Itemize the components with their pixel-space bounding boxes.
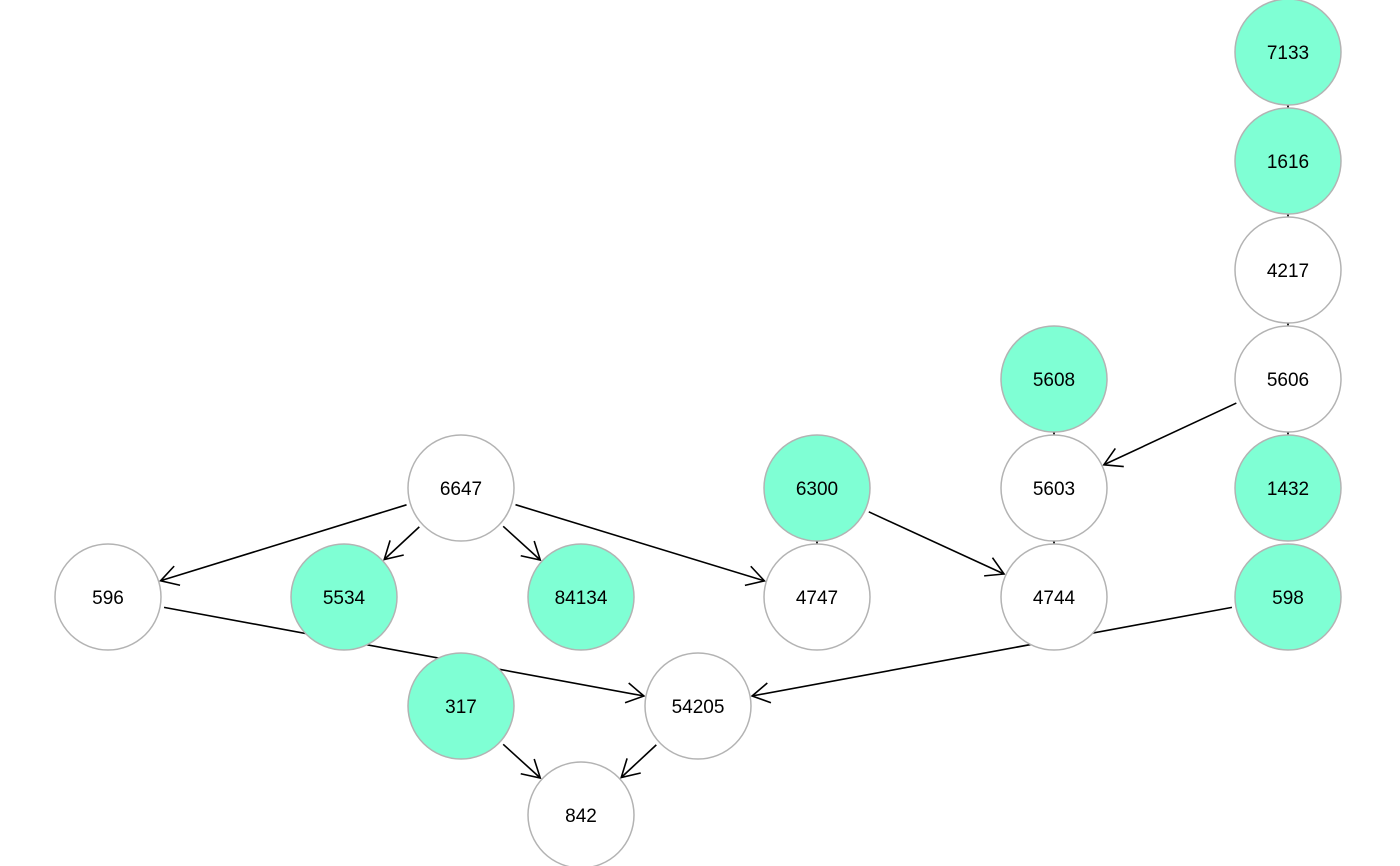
edge-line [160, 504, 407, 582]
edge-598-to-54205 [750, 606, 1233, 704]
node-label: 54205 [672, 697, 725, 718]
node-label: 5603 [1033, 479, 1075, 500]
node-5603[interactable]: 5603 [1000, 434, 1108, 542]
node-4744[interactable]: 4744 [1000, 543, 1108, 651]
node-5534[interactable]: 5534 [290, 543, 398, 651]
edge-line [502, 525, 541, 561]
node-circle[interactable] [763, 543, 871, 651]
node-circle[interactable] [527, 761, 635, 866]
node-label: 84134 [555, 588, 608, 609]
arrowhead [159, 565, 181, 586]
node-317[interactable]: 317 [407, 652, 515, 760]
node-label: 5534 [323, 588, 366, 609]
node-label: 1616 [1267, 152, 1309, 173]
edge-line [163, 606, 645, 697]
node-circle[interactable] [290, 543, 398, 651]
arrowhead [620, 758, 641, 779]
node-circle[interactable] [1000, 543, 1108, 651]
arrowhead [520, 540, 542, 562]
edge-54205-to-842 [620, 744, 657, 779]
edge-5606-to-5603 [1102, 402, 1237, 468]
node-6647[interactable]: 6647 [407, 434, 515, 542]
node-circle[interactable] [407, 434, 515, 542]
node-label: 4747 [796, 588, 838, 609]
edge-6647-to-5534 [383, 526, 420, 561]
node-circle[interactable] [1234, 543, 1342, 651]
node-circle[interactable] [1234, 434, 1342, 542]
node-596[interactable]: 596 [54, 543, 162, 651]
node-842[interactable]: 842 [527, 761, 635, 866]
nodes-layer: 7133 1616 4217 5606 5608 6647 6300 5603 1432 596 5… [54, 0, 1342, 866]
arrowhead [383, 540, 404, 561]
edge-line [383, 526, 420, 561]
node-label: 5608 [1033, 370, 1075, 391]
arrowhead [984, 557, 1006, 577]
node-5606[interactable]: 5606 [1234, 325, 1342, 433]
node-4747[interactable]: 4747 [763, 543, 871, 651]
edge-line [515, 503, 765, 582]
node-label: 1432 [1267, 479, 1309, 500]
node-label: 317 [445, 697, 477, 718]
arrowhead [1102, 447, 1124, 468]
arrowhead [744, 565, 766, 587]
node-circle[interactable] [1234, 0, 1342, 106]
node-circle[interactable] [644, 652, 752, 760]
node-circle[interactable] [1000, 325, 1108, 433]
arrowhead [624, 682, 646, 704]
node-1616[interactable]: 1616 [1234, 107, 1342, 215]
node-circle[interactable] [54, 543, 162, 651]
node-circle[interactable] [407, 652, 515, 760]
node-label: 596 [92, 588, 124, 609]
node-label: 598 [1272, 588, 1304, 609]
node-4217[interactable]: 4217 [1234, 216, 1342, 324]
edge-line [502, 743, 541, 779]
node-circle[interactable] [1234, 107, 1342, 215]
edge-line [1103, 402, 1237, 466]
node-circle[interactable] [1234, 325, 1342, 433]
node-circle[interactable] [1234, 216, 1342, 324]
node-7133[interactable]: 7133 [1234, 0, 1342, 106]
edge-596-to-54205 [163, 606, 646, 704]
node-54205[interactable]: 54205 [644, 652, 752, 760]
edge-6647-to-84134 [502, 525, 542, 562]
edge-6647-to-4747 [515, 503, 766, 587]
node-label: 7133 [1267, 43, 1309, 64]
node-label: 4217 [1267, 261, 1309, 282]
arrowhead [520, 758, 542, 780]
node-label: 842 [565, 806, 597, 827]
node-circle[interactable] [527, 543, 635, 651]
node-circle[interactable] [763, 434, 871, 542]
node-label: 6300 [796, 479, 838, 500]
edge-317-to-842 [502, 743, 542, 780]
edge-6647-to-596 [159, 504, 407, 586]
edge-6300-to-4744 [868, 511, 1006, 577]
node-598[interactable]: 598 [1234, 543, 1342, 651]
edge-line [868, 511, 1005, 575]
edge-line [751, 606, 1233, 697]
node-circle[interactable] [1000, 434, 1108, 542]
node-label: 6647 [440, 479, 482, 500]
node-5608[interactable]: 5608 [1000, 325, 1108, 433]
node-label: 5606 [1267, 370, 1309, 391]
node-84134[interactable]: 84134 [527, 543, 635, 651]
node-1432[interactable]: 1432 [1234, 434, 1342, 542]
node-6300[interactable]: 6300 [763, 434, 871, 542]
node-label: 4744 [1033, 588, 1076, 609]
arrowhead [750, 682, 772, 704]
edge-line [620, 744, 657, 779]
